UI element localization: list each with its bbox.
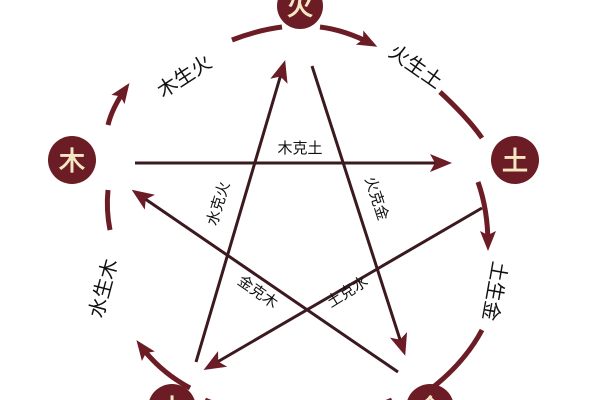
label-earth-metal: 土生金 xyxy=(478,260,512,323)
label-water-fire: 水克火 xyxy=(203,179,233,227)
element-wood-label: 木 xyxy=(58,147,85,177)
element-earth-circle xyxy=(491,136,539,184)
arc-fire-earth xyxy=(319,24,378,47)
element-metal-circle xyxy=(407,384,453,400)
label-wood-fire: 木生火 xyxy=(152,50,215,103)
control-cycle xyxy=(131,60,483,374)
label-wood-earth: 木克土 xyxy=(277,139,322,157)
element-metal-label: 金 xyxy=(416,394,444,400)
element-fire-circle xyxy=(277,0,323,29)
element-water-label: 水 xyxy=(159,395,186,400)
element-water-circle xyxy=(149,384,195,400)
line-water-fire xyxy=(194,60,288,363)
arc-top-left xyxy=(231,24,283,43)
element-earth-label: 土 xyxy=(502,147,528,177)
line-metal-wood xyxy=(131,189,399,374)
label-fire-earth: 火生土 xyxy=(385,39,448,93)
label-water-wood: 水生木 xyxy=(84,256,123,320)
line-earth-water xyxy=(203,206,483,371)
line-fire-metal xyxy=(310,65,408,356)
label-fire-metal: 火克金 xyxy=(361,174,392,222)
arc-earth-metal xyxy=(475,181,496,251)
element-earth: 土 xyxy=(491,136,539,184)
arc-water-wood-lower xyxy=(136,340,192,391)
arc-earth-metal-2 xyxy=(430,328,485,390)
arc-wood-fire xyxy=(105,83,130,126)
arc-fire-earth-2 xyxy=(438,90,485,140)
element-fire-label: 火 xyxy=(287,0,313,22)
element-wood-circle xyxy=(48,136,96,184)
generation-cycle xyxy=(104,24,496,400)
label-earth-water: 土克水 xyxy=(323,272,371,311)
element-water: 水 xyxy=(149,384,195,400)
element-wood: 木 xyxy=(48,136,96,184)
element-metal: 金 xyxy=(407,384,453,400)
arc-water-wood-upper xyxy=(104,189,113,231)
element-fire: 火 xyxy=(277,0,323,29)
